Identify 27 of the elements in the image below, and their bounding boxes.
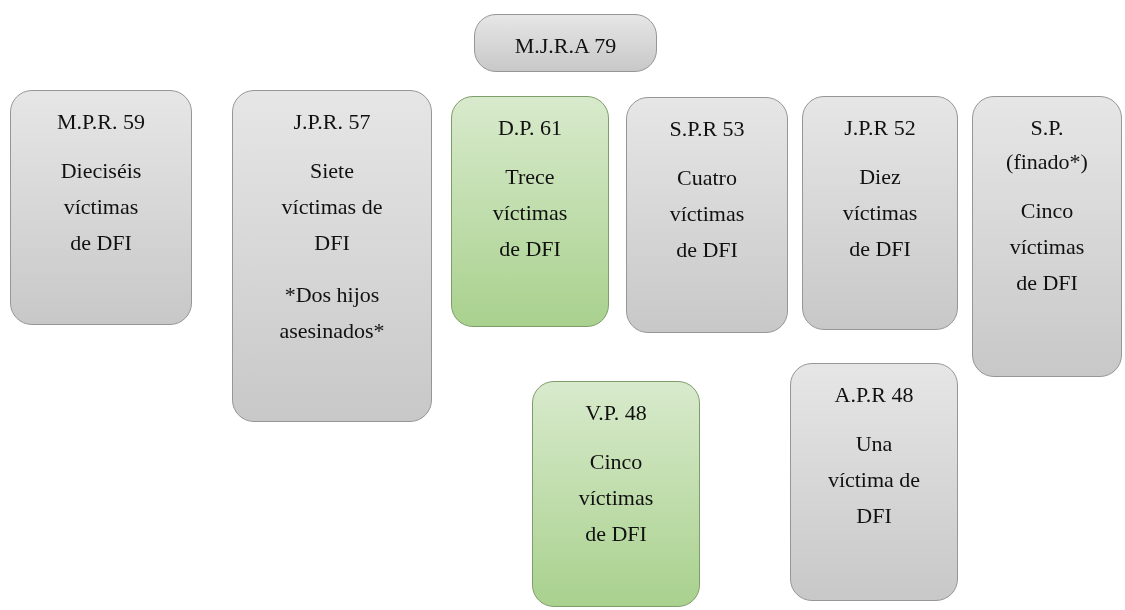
box-text: Trece víctimas de DFI [491, 163, 569, 263]
box-text: Una víctima de DFI [826, 430, 922, 530]
rounded-box [10, 90, 192, 325]
box-heading: J.P.R. 57 [293, 108, 371, 136]
rounded-box [802, 96, 958, 330]
box-text: Dieciséis víctimas de DFI [59, 157, 143, 257]
rounded-box [790, 363, 958, 601]
box-heading: S.P. (finado*) [1005, 114, 1089, 176]
rounded-box [232, 90, 432, 422]
rounded-box [451, 96, 609, 327]
box-text: Diez víctimas de DFI [841, 163, 919, 263]
box-heading: J.P.R 52 [844, 114, 916, 142]
rounded-box [972, 96, 1122, 377]
rounded-box [474, 14, 657, 72]
box-text: Cuatro víctimas de DFI [668, 164, 746, 264]
box-heading: M.P.R. 59 [56, 108, 145, 136]
rounded-box [626, 97, 788, 333]
box-heading: S.P.R 53 [669, 115, 745, 143]
box-text: Cinco víctimas de DFI [577, 448, 655, 548]
box-text: Cinco víctimas de DFI [1008, 197, 1086, 297]
box-heading: A.P.R 48 [834, 381, 914, 409]
box-heading: V.P. 48 [585, 399, 647, 427]
box-text: Siete víctimas de DFI [280, 157, 384, 257]
box-heading: M.J.R.A 79 [514, 32, 617, 60]
box-heading: D.P. 61 [497, 114, 563, 142]
box-text: *Dos hijos asesinados* [278, 281, 386, 345]
rounded-box [532, 381, 700, 607]
